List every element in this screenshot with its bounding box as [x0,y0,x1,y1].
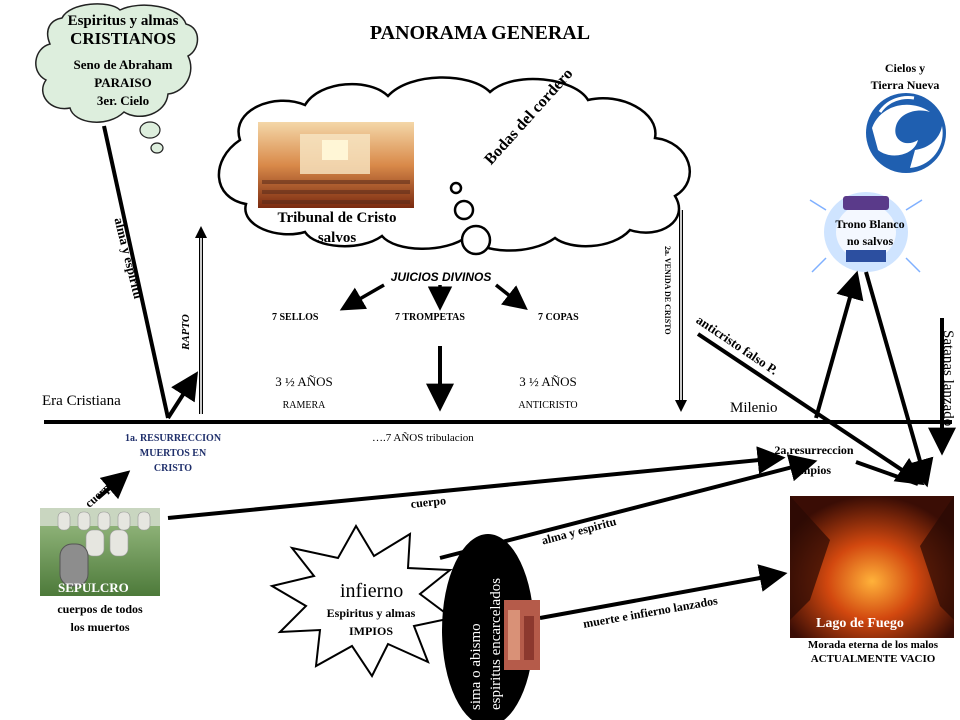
infierno-caption: Espiritus y almas IMPIOS [306,604,436,640]
page-title: PANORAMA GENERAL [369,22,591,44]
abismo-line2: espiritus encarcelados [488,577,504,710]
lago-line1: Morada eterna de los malos [807,639,939,651]
years-left: 3 ½ AÑOS [275,374,333,389]
paraiso-line4: PARAISO [94,75,152,90]
abismo-ellipse [442,534,534,720]
juicios-title: JUICIOS DIVINOS [390,270,492,284]
trompetas-label: 7 TROMPETAS [395,312,465,323]
resurreccion2-lago-line [855,460,919,486]
cielos-line2: Tierra Nueva [870,78,940,92]
segunda-venida-label: 2a. VENIDA DE CRISTO [663,246,672,335]
lago-caption: Morada eterna de los malos ACTUALMENTE V… [786,638,960,666]
lago-label: Lago de Fuego [816,616,904,631]
infierno-line1: Espiritus y almas [326,606,416,620]
abismo-line1: sima o abismo [468,623,484,710]
tribulacion-label: ….7 AÑOS tribulacion [372,432,474,444]
paraiso-line3: Seno de Abraham [73,57,173,72]
infierno-burst [269,524,455,678]
lago-line2: ACTUALMENTE VACIO [810,653,936,665]
sepulcro-line1: cuerpos de todos [57,602,143,616]
abismo-image [504,600,540,670]
rapto-label: RAPTO [180,314,192,350]
resurreccion2-label: 2a.resurreccion impios [754,440,874,480]
sellos-label: 7 SELLOS [272,312,319,323]
tierra-nueva-globe [866,93,946,173]
resurreccion1-line1: 1a. RESURRECCION [124,433,222,444]
trono-image [809,192,923,273]
resurreccion1-label: 1a. RESURRECCION MUERTOS EN CRISTO [98,431,248,476]
trono-line1: Trono Blanco [835,217,905,231]
trono-label: Trono Blanco no salvos [810,216,930,250]
sepulcro-label: SEPULCRO [58,580,129,595]
sellos-arrow [339,283,385,311]
paraiso-cloud-subtext: Seno de Abraham PARAISO 3er. Cielo [40,56,206,110]
anticristo-arrow [696,332,925,486]
tribunal-label: Tribunal de Cristo salvos [252,208,422,248]
satanas-label: Satanas lanzado [940,330,956,427]
rapto-arrow [195,226,207,414]
cuerpo-mid-arrow [167,446,786,520]
trono-lago-arrow [864,271,934,488]
resurreccion-up-arrow [166,371,199,420]
paraiso-line5: 3er. Cielo [96,93,150,108]
segunda-venida-arrow [675,210,687,412]
paraiso-cloud [35,3,199,154]
paraiso-line2: CRISTIANOS [70,29,176,48]
tribunal-line2: salvos [317,230,357,246]
ramera-label: RAMERA [282,400,326,411]
sepulcro-caption: cuerpos de todos los muertos [30,600,170,636]
paraiso-line1: Espiritus y almas [67,13,179,29]
tribunal-line1: Tribunal de Cristo [277,210,397,226]
cuerpo-left-arrow [96,470,131,500]
resurreccion2-line1: 2a.resurreccion [774,443,854,457]
lago-fuego-image [790,496,954,638]
cielos-line1: Cielos y [884,61,926,75]
resurreccion1-line3: CRISTO [153,463,193,474]
copas-label: 7 COPAS [538,312,579,323]
paraiso-cloud-text: Espiritus y almas CRISTIANOS [40,12,206,48]
era-cristiana-label: Era Cristiana [42,393,121,409]
resurreccion2-line2: impios [796,463,831,477]
infierno-title: infierno [340,580,404,602]
sepulcro-line2: los muertos [70,620,130,634]
trono-line2: no salvos [846,234,894,248]
years-right: 3 ½ AÑOS [519,374,577,389]
muerte-infierno-arrow [539,564,788,620]
resurreccion1-line2: MUERTOS EN [139,448,207,459]
copas-arrow [494,283,528,311]
resurreccion2-trono-arrow [814,270,864,419]
alma-espiritu-line [102,125,170,419]
abismo-text: sima o abismo espiritus encarcelados [466,578,506,710]
milenio-label: Milenio [730,400,778,416]
tribunal-image [258,122,414,208]
infierno-line2: IMPIOS [348,624,393,638]
anticristo-period-label: ANTICRISTO [518,400,578,411]
cielos-label: Cielos y Tierra Nueva [850,60,960,94]
sepulcro-image [40,508,160,596]
